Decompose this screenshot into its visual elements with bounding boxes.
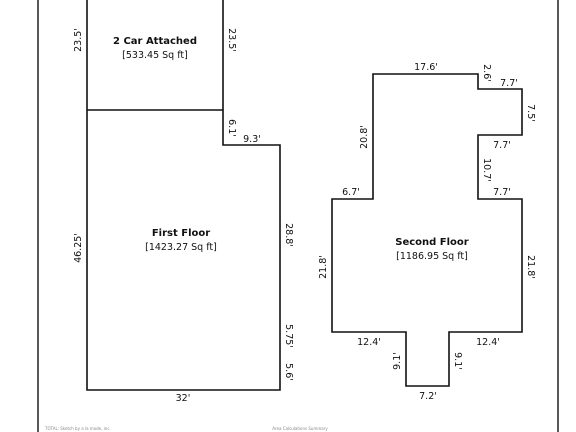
dim-second-inner-bottom: 7.7'	[493, 187, 511, 198]
dim-second-bottom-left: 12.4'	[357, 337, 381, 348]
dim-second-right: 21.8'	[525, 255, 536, 279]
dim-first-bottom: 32'	[176, 393, 191, 404]
second-floor-outline	[331, 73, 523, 387]
dim-second-bottom-right: 12.4'	[476, 337, 500, 348]
dim-garage-right: 23.5'	[226, 28, 237, 52]
dim-second-bump-left: 9.1'	[392, 352, 403, 370]
garage-area: [533.45 Sq ft]	[122, 50, 188, 61]
dim-second-step-vertical: 2.6'	[481, 64, 492, 82]
dim-garage-left: 23.5'	[73, 28, 84, 52]
second-floor-area: [1186.95 Sq ft]	[396, 251, 468, 262]
dim-first-right-lower: 5.6'	[283, 363, 294, 381]
dim-second-step-top: 7.7'	[500, 78, 518, 89]
first-floor-area: [1423.27 Sq ft]	[145, 242, 217, 253]
footer-center: Area Calculations Summary	[272, 426, 328, 431]
footer-left: TOTAL: Sketch by a la mode, inc.	[44, 426, 111, 431]
dim-second-left-step: 6.7'	[342, 187, 360, 198]
dim-second-right-upper: 7.5'	[525, 104, 536, 122]
dim-second-bump-right: 9.1'	[452, 352, 463, 370]
first-floor-title: First Floor	[152, 228, 210, 239]
dim-second-left: 21.8'	[318, 255, 329, 279]
dim-second-left-upper: 20.8'	[359, 125, 370, 149]
dim-first-right-upper: 28.8'	[283, 223, 294, 247]
garage-title: 2 Car Attached	[113, 36, 197, 47]
dim-second-bump-bottom: 7.2'	[419, 391, 437, 402]
dim-first-notch-vertical: 6.1'	[226, 119, 237, 137]
dim-second-inner-vertical: 10.7'	[481, 158, 492, 182]
dim-first-right-mid: 5.75'	[283, 324, 294, 348]
dim-first-notch-horizontal: 9.3'	[243, 134, 261, 145]
second-floor-title: Second Floor	[395, 237, 469, 248]
dim-second-top: 17.6'	[414, 62, 438, 73]
dim-second-inner-top: 7.7'	[493, 140, 511, 151]
dim-first-left: 46.25'	[73, 233, 84, 263]
